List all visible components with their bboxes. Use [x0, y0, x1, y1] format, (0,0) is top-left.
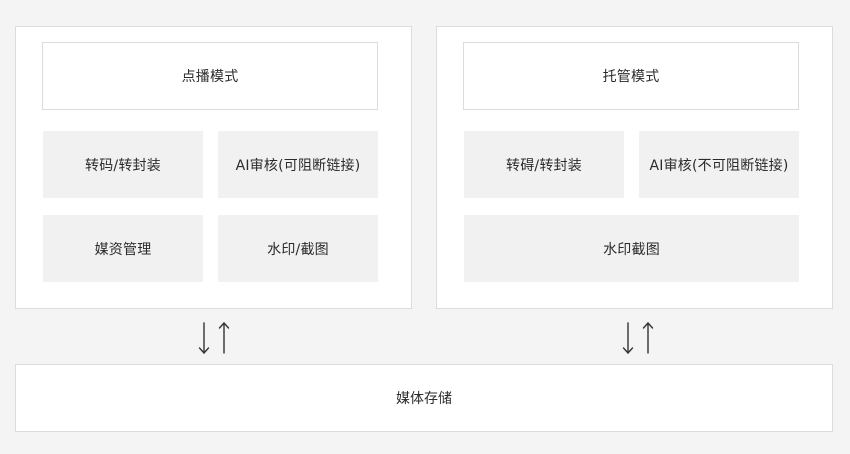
vod-watermark-label: 水印/截图 [267, 241, 329, 258]
hosted-transcode-label: 转碍/转封装 [506, 157, 582, 174]
hosted-ai-review-label: AI审核(不可阻断链接) [649, 157, 789, 174]
down-arrow-icon [198, 322, 210, 354]
right-bidirectional-arrows [622, 322, 654, 354]
vod-ai-review-box: AI审核(可阻断链接) [218, 131, 378, 198]
hosted-mode-panel: 托管模式 转碍/转封装 AI审核(不可阻断链接) 水印截图 [436, 26, 833, 309]
vod-mode-panel: 点播模式 转码/转封装 AI审核(可阻断链接) 媒资管理 水印/截图 [15, 26, 412, 309]
vod-transcode-label: 转码/转封装 [85, 157, 161, 174]
hosted-transcode-box: 转碍/转封装 [464, 131, 624, 198]
vod-media-management-label: 媒资管理 [94, 241, 152, 258]
up-arrow-icon [642, 322, 654, 354]
vod-mode-title: 点播模式 [181, 69, 239, 85]
down-arrow-icon [622, 322, 634, 354]
hosted-ai-review-box: AI审核(不可阻断链接) [639, 131, 799, 198]
media-storage-box: 媒体存储 [15, 364, 833, 432]
media-storage-label: 媒体存储 [396, 391, 452, 407]
hosted-watermark-box: 水印截图 [464, 215, 799, 282]
vod-transcode-box: 转码/转封装 [43, 131, 203, 198]
up-arrow-icon [218, 322, 230, 354]
vod-watermark-box: 水印/截图 [218, 215, 378, 282]
vod-media-management-box: 媒资管理 [43, 215, 203, 282]
hosted-mode-title: 托管模式 [602, 69, 660, 85]
vod-mode-header: 点播模式 [42, 42, 378, 110]
left-bidirectional-arrows [198, 322, 230, 354]
hosted-watermark-label: 水印截图 [603, 241, 660, 258]
vod-ai-review-label: AI审核(可阻断链接) [235, 157, 361, 174]
hosted-mode-header: 托管模式 [463, 42, 799, 110]
